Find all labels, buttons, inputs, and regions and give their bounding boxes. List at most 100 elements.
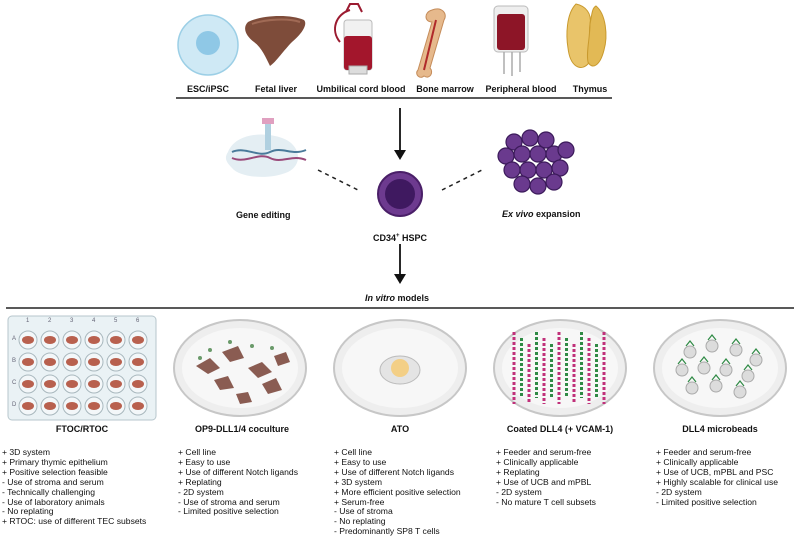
model-list-op9: + Cell line+ Easy to use+ Use of differe… xyxy=(178,447,298,517)
model-list-coated-dll4: + Feeder and serum-free+ Clinically appl… xyxy=(496,447,596,507)
model-item: + Cell line xyxy=(178,447,216,457)
source-label-bone-marrow: Bone marrow xyxy=(416,84,474,94)
hspc-label: CD34+ HSPC xyxy=(373,233,427,243)
model-item: + Replating xyxy=(178,476,222,487)
bead-ligand xyxy=(735,380,745,387)
bone-icon xyxy=(416,8,446,78)
thymus-icon xyxy=(566,3,607,68)
gene-editing-icon xyxy=(225,118,307,177)
plate-row-label: D xyxy=(12,402,17,408)
model-title-ftoc: FTOC/RTOC xyxy=(55,424,109,434)
microbead xyxy=(683,345,697,359)
ex-vivo-italic: Ex vivo xyxy=(502,209,534,219)
thymus-lobe xyxy=(88,336,100,344)
ex-vivo-rest: expansion xyxy=(533,209,581,219)
in-vitro-italic: In vitro xyxy=(365,293,396,303)
bead-ligand xyxy=(707,334,717,341)
model-item: + Easy to use xyxy=(178,456,231,467)
thymus-lobe xyxy=(132,358,144,366)
model-list-dll4-microbeads: + Feeder and serum-free+ Clinically appl… xyxy=(656,447,779,507)
hspc-sup: + xyxy=(396,233,400,239)
source-label-thymus: Thymus xyxy=(572,84,608,94)
model-item: + Positive selection feasible xyxy=(2,466,108,477)
op9-dish-icon xyxy=(173,319,307,417)
plate-row-label: B xyxy=(12,358,17,364)
hspc-cell-icon xyxy=(377,171,423,217)
microbead xyxy=(705,339,719,353)
model-item: + Use of UCB, mPBL and PSC xyxy=(656,466,774,477)
model-item: + 3D system xyxy=(334,476,382,487)
thymus-lobe xyxy=(110,402,122,410)
thymus-lobe xyxy=(44,402,56,410)
in-vitro-rest: models xyxy=(395,293,430,303)
model-list-ftoc: + 3D system+ Primary thymic epithelium+ … xyxy=(2,447,147,527)
model-title-coated-dll4: Coated DLL4 (+ VCAM-1) xyxy=(506,424,614,434)
thymus-lobe xyxy=(110,358,122,366)
model-item: + Use of different Notch ligands xyxy=(178,466,298,477)
microbead xyxy=(685,381,699,395)
thymus-lobe xyxy=(66,336,78,344)
model-item: - Use of laboratory animals xyxy=(2,496,105,507)
thymus-lobe xyxy=(110,380,122,388)
model-item: - Use of stroma and serum xyxy=(178,496,280,507)
model-item: + Serum-free xyxy=(334,496,385,507)
model-title-dll4-microbeads: DLL4 microbeads xyxy=(682,424,758,434)
model-item: + Cell line xyxy=(334,447,372,457)
plate-row-label: C xyxy=(12,380,17,386)
source-label-fetal-liver: Fetal liver xyxy=(254,84,298,94)
model-item: + Feeder and serum-free xyxy=(656,447,752,457)
model-item: - 2D system xyxy=(656,486,702,497)
bead-ligand xyxy=(699,356,709,363)
model-list-ato: + Cell line+ Easy to use+ Use of differe… xyxy=(334,447,461,537)
microbead xyxy=(733,385,747,399)
ex-vivo-label: Ex vivo expansion xyxy=(502,209,581,219)
thymus-lobe xyxy=(132,380,144,388)
liver-icon xyxy=(245,16,306,66)
model-item: + 3D system xyxy=(2,447,50,457)
model-item: - 2D system xyxy=(496,486,542,497)
plate-col-label: 2 xyxy=(48,318,52,324)
bead-ligand xyxy=(743,364,753,371)
microbead xyxy=(709,379,723,393)
microbead xyxy=(675,363,689,377)
bead-ligand xyxy=(685,340,695,347)
thymus-lobe xyxy=(22,336,34,344)
plate-col-label: 6 xyxy=(136,318,140,324)
thymus-lobe xyxy=(66,358,78,366)
thymus-lobe xyxy=(132,402,144,410)
source-label-cord-blood: Umbilical cord blood xyxy=(316,84,406,94)
model-item: - Predominantly SP8 T cells xyxy=(334,526,440,537)
bead-ligand xyxy=(751,348,761,355)
well-plate-icon xyxy=(7,315,157,421)
microbead xyxy=(729,343,743,357)
thymus-lobe xyxy=(66,380,78,388)
in-vitro-label: In vitro models xyxy=(365,293,429,303)
model-item: + Use of UCB and mPBL xyxy=(496,476,592,487)
model-item: + Replating xyxy=(496,466,540,477)
thymus-lobe xyxy=(88,380,100,388)
expansion-cluster-icon xyxy=(497,129,575,195)
bead-ligand xyxy=(731,338,741,345)
model-item: + More efficient positive selection xyxy=(334,486,461,497)
model-item: + Clinically applicable xyxy=(656,456,739,467)
stem-cell-icon xyxy=(177,14,239,76)
thymus-lobe xyxy=(88,358,100,366)
source-label-esc: ESC/iPSC xyxy=(186,84,229,94)
thymus-lobe xyxy=(132,336,144,344)
bead-ligand xyxy=(711,374,721,381)
model-item: + RTOC: use of different TEC subsets xyxy=(2,516,147,527)
hspc-rest: HSPC xyxy=(399,233,428,243)
plate-col-label: 5 xyxy=(114,318,118,324)
plate-col-label: 3 xyxy=(70,318,74,324)
model-item: - Use of stroma and serum xyxy=(2,476,104,487)
bead-ligand xyxy=(721,358,731,365)
blood-bag-icon xyxy=(493,5,529,76)
hspc-main: CD34 xyxy=(373,233,397,243)
model-item: + Highly scalable for clinical use xyxy=(656,476,779,487)
thymus-lobe xyxy=(22,402,34,410)
model-item: + Feeder and serum-free xyxy=(496,447,592,457)
thymus-lobe xyxy=(22,380,34,388)
model-item: - 2D system xyxy=(178,486,224,497)
thymus-lobe xyxy=(44,380,56,388)
microbead xyxy=(697,361,711,375)
